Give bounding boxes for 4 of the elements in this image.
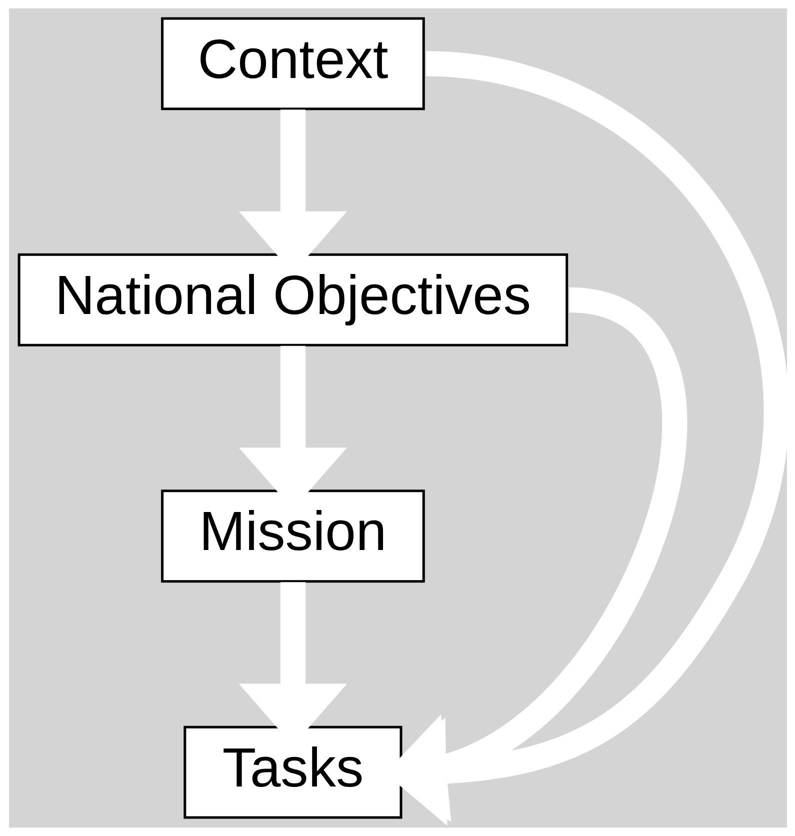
node-box: Context: [160, 17, 424, 110]
node-box: Mission: [160, 490, 424, 583]
node-box: National Objectives: [17, 253, 568, 346]
node-box: Tasks: [183, 726, 402, 819]
